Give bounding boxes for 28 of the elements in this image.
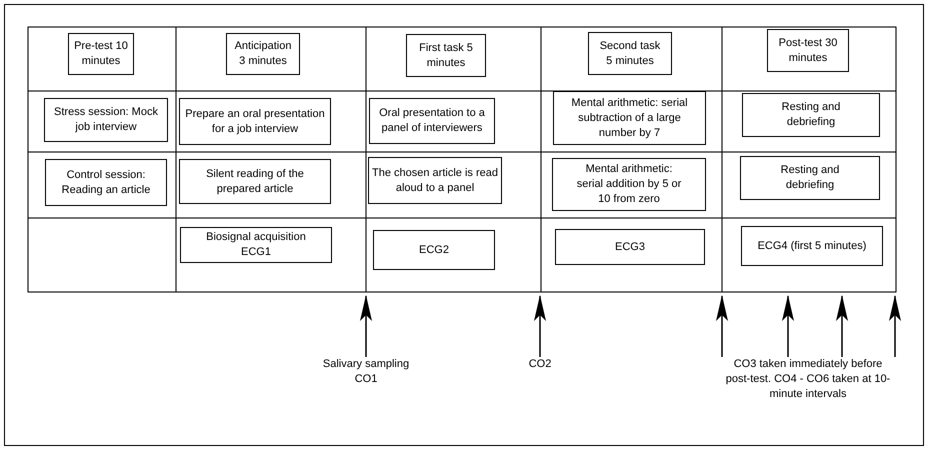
process-box: Mental arithmetic: serial addition by 5 or 10 from zero bbox=[552, 158, 706, 211]
arrow bbox=[836, 295, 848, 357]
process-box: Second task 5 minutes bbox=[588, 32, 672, 75]
process-box: Control session: Reading an article bbox=[45, 159, 167, 206]
process-box: Mental arithmetic: serial subtraction of a large number by 7 bbox=[553, 91, 706, 145]
process-box: Pre-test 10 minutes bbox=[68, 33, 134, 75]
annotation-text: CO2 bbox=[510, 357, 570, 381]
annotation-text: Salivary sampling CO1 bbox=[316, 357, 416, 397]
arrow bbox=[534, 295, 546, 357]
process-box: Stress session: Mock job interview bbox=[44, 98, 168, 142]
process-box: Resting and debriefing bbox=[742, 93, 880, 137]
process-box: The chosen article is read aloud to a panel bbox=[368, 157, 502, 204]
process-box: Biosignal acquisition ECG1 bbox=[180, 227, 332, 263]
process-box: Oral presentation to a panel of interviewers bbox=[369, 98, 495, 144]
process-box: Resting and debriefing bbox=[740, 156, 880, 200]
process-box: ECG3 bbox=[555, 229, 705, 265]
process-box: Silent reading of the prepared article bbox=[179, 159, 331, 204]
process-box: First task 5 minutes bbox=[406, 34, 486, 77]
process-box: ECG2 bbox=[373, 230, 495, 270]
process-box: ECG4 (first 5 minutes) bbox=[741, 226, 883, 266]
arrow bbox=[889, 295, 901, 357]
process-box: Post-test 30 minutes bbox=[767, 29, 849, 72]
process-box: Prepare an oral presentation for a job interview bbox=[179, 98, 331, 145]
process-box: Anticipation 3 minutes bbox=[226, 33, 300, 75]
arrow bbox=[716, 295, 728, 357]
annotation-text: CO3 taken immediately before post-test. CO4 - CO6 taken at 10-minute intervals bbox=[708, 357, 908, 417]
arrow bbox=[782, 295, 794, 357]
arrow bbox=[360, 295, 372, 357]
